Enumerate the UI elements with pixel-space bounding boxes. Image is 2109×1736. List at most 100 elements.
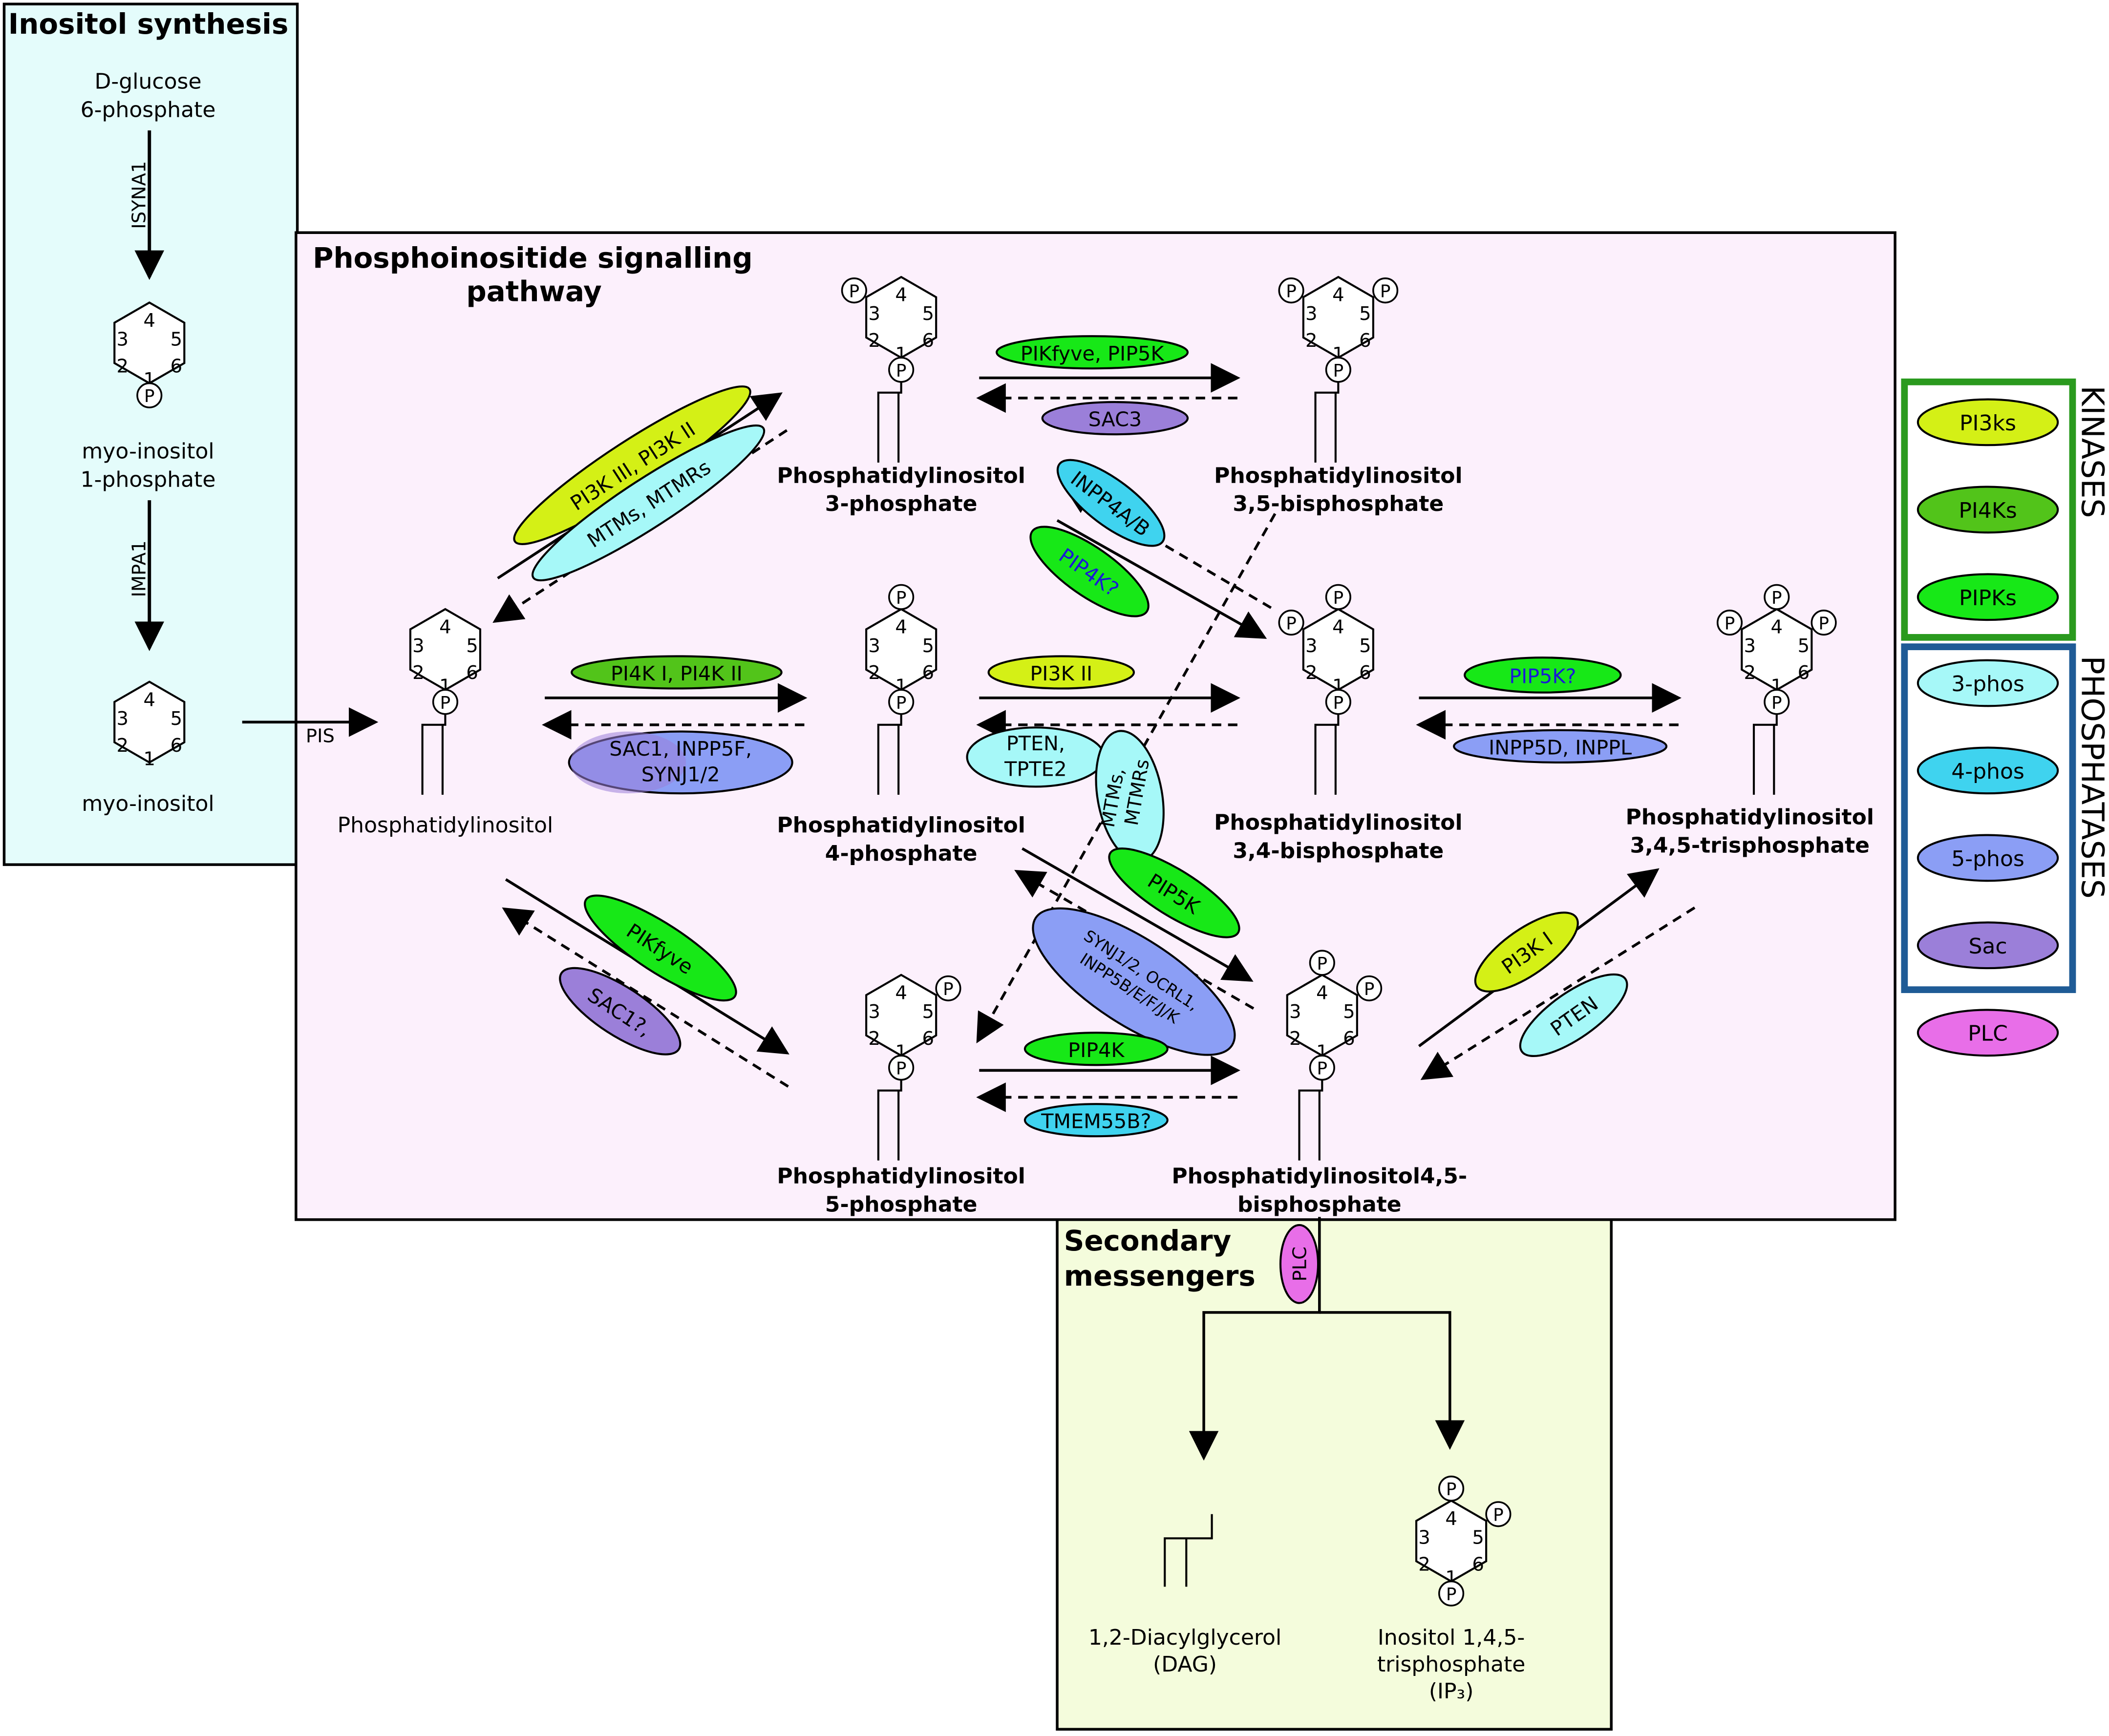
ring-number-3: 3 — [116, 328, 128, 350]
phosphate-1: P — [888, 689, 915, 715]
svg-text:P: P — [1771, 693, 1782, 713]
ring-number-2: 2 — [1305, 662, 1318, 684]
ring-number-4: 4 — [1445, 1508, 1457, 1530]
pi4p-label-line1: Phosphatidylinositol — [777, 813, 1025, 838]
lipid-tail — [421, 714, 447, 795]
phosphate-1: P — [1325, 689, 1351, 715]
phosphate-1: P — [1764, 689, 1790, 715]
ip3-label-line3: (IP₃) — [1429, 1679, 1474, 1704]
ring-number-5: 5 — [1798, 635, 1810, 657]
svg-text:P: P — [896, 1059, 907, 1079]
ring-number-4: 4 — [895, 284, 907, 306]
svg-text:P: P — [1771, 588, 1782, 608]
pi3k-ii-label: PI3K II — [1030, 662, 1092, 685]
mtms-mtmrs-pill: MTMs, MTMRs — [1095, 730, 1165, 863]
ring-number-5: 5 — [922, 303, 934, 325]
ring-number-5: 5 — [1359, 635, 1371, 657]
pathway-title-line1: Phosphoinositide signalling — [313, 241, 753, 275]
sac3-label: SAC3 — [1088, 408, 1142, 431]
ring-number-3: 3 — [868, 303, 880, 325]
pi34p2-label-line2: 3,4-bisphosphate — [1233, 838, 1444, 863]
phosphate-1: P — [432, 689, 458, 715]
kinases-heading: KINASES — [2075, 385, 2109, 518]
lipid-tail — [877, 1080, 902, 1161]
pikfyve-pip5k-pill: PIKfyve, PIP5K — [996, 335, 1189, 370]
svg-text:P: P — [1317, 1059, 1328, 1079]
pten-tpte2-label-line1: PTEN, — [1006, 732, 1065, 755]
legend-item-3-phos: 3-phos — [1917, 659, 2059, 707]
plc-pill-label: PLC — [1289, 1247, 1311, 1282]
ring-number-3: 3 — [868, 635, 880, 657]
pi3p-label-line1: Phosphatidylinositol — [777, 463, 1025, 488]
ring-number-2: 2 — [1289, 1028, 1301, 1050]
pi4p-to-pi45p2-arrow — [1022, 847, 1254, 982]
svg-text:P: P — [849, 281, 860, 301]
inpp5d-label: INPP5D, INPPL — [1489, 736, 1632, 759]
ring-number-3: 3 — [1305, 303, 1318, 325]
sac1-inpp5f-label-line1: SAC1, INPP5F, — [609, 737, 752, 761]
svg-text:P: P — [1317, 954, 1328, 974]
svg-text:P: P — [1380, 281, 1391, 301]
svg-text:P: P — [1446, 1480, 1457, 1500]
ring-number-1: 1 — [144, 748, 156, 770]
ring-number-4: 4 — [1332, 616, 1344, 638]
phosphate-1: P — [1309, 1055, 1335, 1081]
pi35p2-to-pi5p-arrow — [976, 513, 1277, 1044]
pi3k-ii-pill: PI3K II — [987, 655, 1135, 690]
pi4k-pill: PI4K I, PI4K II — [571, 655, 783, 690]
phosphate-3: P — [1278, 610, 1304, 636]
svg-text:P: P — [943, 979, 954, 999]
phosphate-5: P — [1372, 277, 1399, 304]
ring-number-6: 6 — [170, 356, 183, 378]
ring-number-2: 2 — [1744, 662, 1756, 684]
legend-item-pi4ks: PI4Ks — [1917, 486, 2059, 534]
ring-number-3: 3 — [116, 708, 128, 730]
legend-label: PI3ks — [1960, 411, 2016, 436]
phosphate-1: P — [1325, 357, 1351, 383]
sac1-inpp5f-pill: SAC1, INPP5F, SYNJ1/2 — [568, 730, 793, 795]
phosphate-1: P — [888, 1055, 915, 1081]
phosphate-3: P — [1716, 610, 1743, 636]
pip4k-label: PIP4K — [1068, 1038, 1125, 1062]
phosphate-4: P — [1309, 950, 1335, 976]
ring-number-5: 5 — [1343, 1001, 1355, 1023]
ring-number-4: 4 — [439, 616, 451, 638]
ring-number-4: 4 — [1332, 284, 1344, 306]
legend-item-plc: PLC — [1917, 1009, 2059, 1057]
ring-number-6: 6 — [922, 662, 934, 684]
svg-text:P: P — [1818, 614, 1829, 634]
ring-number-3: 3 — [1418, 1526, 1430, 1548]
svg-text:P: P — [896, 361, 907, 381]
sac3-pill: SAC3 — [1041, 401, 1189, 436]
ring-number-4: 4 — [1771, 616, 1783, 638]
phosphate-1: P — [1438, 1580, 1465, 1607]
impa1-label: IMPA1 — [128, 540, 150, 597]
ring-number-4: 4 — [895, 982, 907, 1004]
pikfyve-pip5k-label: PIKfyve, PIP5K — [1021, 342, 1165, 365]
dag-label-line1: 1,2-Diacylglycerol — [1088, 1625, 1281, 1650]
pi4k-label: PI4K I, PI4K II — [611, 662, 743, 685]
phosphate-5: P — [1485, 1501, 1512, 1527]
plc-pill: PLC — [1279, 1224, 1320, 1304]
phosphate-5: P — [1811, 610, 1837, 636]
phosphate-4: P — [1325, 584, 1351, 610]
pi35p2-label-line1: Phosphatidylinositol — [1214, 463, 1463, 488]
legend-label: PLC — [1968, 1021, 2008, 1046]
ring-number-4: 4 — [144, 310, 156, 332]
ring-number-5: 5 — [170, 708, 183, 730]
pten-pill: PTEN — [1519, 973, 1628, 1058]
tmem55b-pill: TMEM55B? — [1023, 1103, 1169, 1138]
legend-item-4-phos: 4-phos — [1917, 746, 2059, 795]
phosphate-5: P — [1356, 975, 1383, 1001]
lipid-tail — [877, 381, 902, 463]
dag-glyph — [1164, 1514, 1213, 1587]
dag-label-line2: (DAG) — [1153, 1652, 1217, 1677]
pis-label: PIS — [306, 725, 335, 747]
isyna1-label: ISYNA1 — [128, 161, 150, 229]
